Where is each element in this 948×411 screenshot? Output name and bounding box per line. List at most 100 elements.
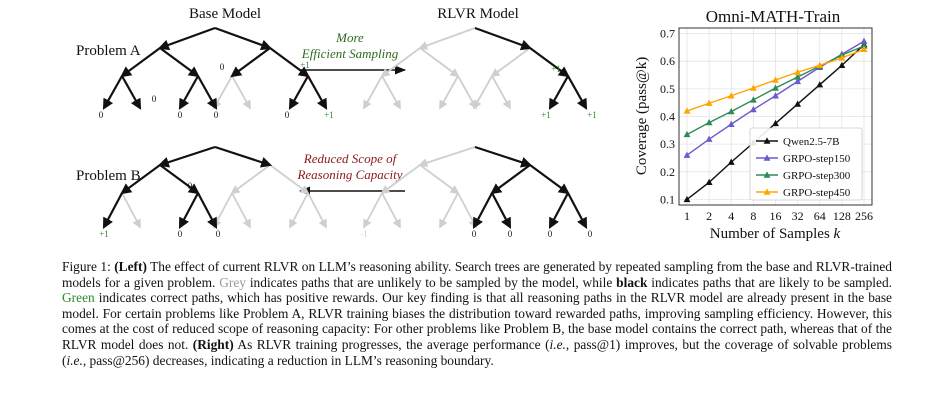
tree-base-problem-b	[102, 145, 327, 229]
reward-label: +1	[587, 110, 597, 120]
legend-marker	[763, 171, 771, 178]
tree-edge	[418, 27, 476, 50]
x-tick-label: 64	[814, 209, 826, 223]
series-qwen2-5-7b	[683, 40, 868, 203]
caption-black-word: black	[616, 274, 648, 290]
legend-label: GRPO-step450	[783, 187, 851, 199]
data-point	[860, 42, 868, 49]
y-axis-label: Coverage (pass@k)	[634, 57, 650, 175]
x-tick-label: 8	[750, 209, 756, 223]
y-tick-label: 0.1	[660, 192, 675, 206]
data-point	[727, 120, 735, 127]
data-point	[794, 77, 802, 85]
tree-edge	[490, 164, 531, 195]
arrow-right-label-1: More	[335, 30, 364, 45]
reward-label: +1	[324, 110, 334, 120]
x-tick-label: 16	[770, 209, 782, 223]
reward-label: 0	[548, 229, 553, 239]
caption-part: indicates paths that are likely to be sa…	[647, 274, 892, 290]
tree-rlvr-problem-a	[363, 26, 588, 110]
chart-series	[683, 37, 868, 203]
reward-label: +1	[541, 110, 551, 120]
reward-label: 0	[178, 229, 183, 239]
y-tick-label: 0.2	[660, 165, 675, 179]
y-tick-label: 0.3	[660, 137, 675, 151]
data-point	[749, 84, 757, 91]
tree-edge	[472, 192, 493, 229]
data-point	[683, 195, 691, 203]
caption-green-word: Green	[62, 290, 95, 306]
data-point	[727, 158, 735, 165]
tree-edge	[121, 75, 142, 110]
caption-part: , pass@256) decreases, indicating a redu…	[82, 352, 494, 368]
x-tick-label: 256	[855, 209, 873, 223]
data-point	[727, 107, 735, 115]
reward-label: 0	[220, 62, 225, 72]
tree-edge	[178, 75, 199, 110]
tree-edge	[231, 192, 251, 229]
tree-edge	[529, 164, 570, 195]
reward-label: 0	[508, 229, 513, 239]
figure-caption: Figure 1: (Left) The effect of current R…	[62, 259, 892, 368]
tree-edge	[439, 75, 459, 110]
caption-left-tag: (Left)	[114, 259, 147, 274]
problem-a-label: Problem A	[76, 43, 141, 59]
data-point	[772, 76, 779, 83]
data-point	[794, 100, 802, 107]
tree-edge	[231, 75, 251, 110]
data-point	[727, 92, 735, 99]
tree-edge	[289, 192, 309, 229]
reward-label: 0	[285, 110, 290, 120]
caption-part: As RLVR training progresses, the average…	[233, 336, 550, 352]
problem-b-label: Problem B	[76, 168, 141, 184]
tree-edge	[214, 26, 273, 51]
x-tick-label: 4	[728, 209, 734, 223]
data-point	[772, 92, 779, 99]
search-tree-figure: Base Model RLVR Model Problem A Problem …	[76, 6, 597, 239]
tree-edge	[474, 145, 533, 168]
reward-label: -1	[360, 229, 368, 239]
rlvr-model-title: RLVR Model	[437, 6, 519, 22]
data-point	[794, 68, 802, 75]
tree-edge	[380, 47, 421, 78]
y-tick-label: 0.5	[660, 82, 675, 96]
caption-right-tag: (Right)	[192, 336, 234, 352]
data-point	[838, 61, 846, 69]
tree-edge	[363, 192, 383, 229]
x-tick-label: 32	[792, 209, 804, 223]
series-grpo-step300	[683, 42, 868, 138]
tree-edge	[214, 145, 273, 168]
tree-layer	[102, 26, 588, 229]
tree-edge	[157, 145, 216, 168]
tree-edge	[380, 164, 421, 195]
data-point	[816, 81, 824, 88]
tree-edge	[307, 192, 327, 229]
data-point	[860, 37, 868, 44]
plot-area	[678, 27, 873, 206]
data-point	[683, 130, 691, 138]
legend-marker	[763, 137, 771, 144]
tree-edge	[490, 47, 531, 78]
tree-edge	[121, 192, 141, 229]
x-axis-label: Number of Samples k	[710, 226, 841, 242]
reward-label: +1	[551, 64, 561, 74]
tree-edge	[529, 47, 570, 78]
reward-label: +1	[300, 60, 310, 70]
tree-edge	[418, 146, 476, 168]
chart-title: Omni-MATH-Train	[706, 7, 841, 26]
data-point	[705, 99, 713, 106]
caption-grey-word: Grey	[219, 274, 246, 290]
legend-label: GRPO-step150	[783, 153, 851, 165]
reward-label: 0	[99, 110, 104, 120]
data-point	[705, 135, 713, 142]
reward-label: +1	[99, 229, 109, 239]
tree-edge	[567, 75, 588, 110]
tree-edge	[213, 75, 233, 110]
caption-ie: i.e.	[549, 336, 566, 352]
y-tick-label: 0.7	[660, 27, 675, 41]
tree-edge	[157, 26, 216, 51]
tree-edge	[381, 75, 401, 110]
y-tick-label: 0.4	[660, 110, 675, 124]
tree-edge	[288, 75, 309, 110]
